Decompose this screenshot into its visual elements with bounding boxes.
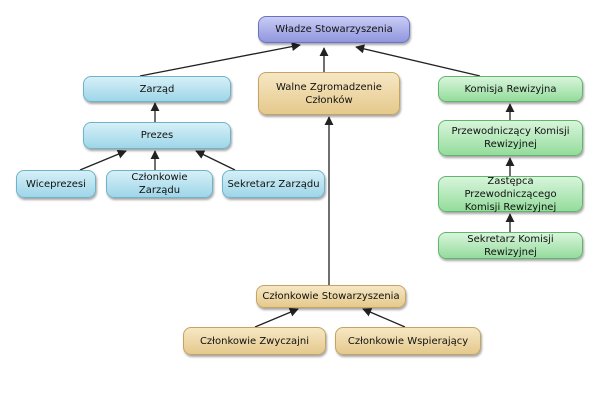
node-czlonkowie-zarzadu: Członkowie Zarządu: [106, 170, 213, 198]
node-sekretarz-komisji: Sekretarz Komisji Rewizyjnej: [438, 232, 583, 259]
node-przewodniczacy-line1: Przewodniczący Komisji: [451, 126, 570, 137]
node-czlonkowie-wspierajacy: Członkowie Wspierający: [335, 327, 481, 355]
edge-wiceprezesi-prezes: [79, 149, 127, 171]
node-wiceprezesi-label: Wiceprezesi: [26, 178, 86, 190]
node-wspierajacy-label: Członkowie Wspierający: [347, 335, 469, 347]
node-walne-line2: Członków: [305, 94, 353, 106]
node-zastepca-line1: Zastępca Przewodniczącego: [464, 175, 557, 200]
node-prezes-label: Prezes: [140, 130, 174, 141]
edge-zarzad-wladze: [139, 42, 301, 77]
node-czlonkowie-stow-label: Członkowie Stowarzyszenia: [262, 291, 400, 302]
node-wladze-stowarzyszenia: Władze Stowarzyszenia: [258, 16, 410, 43]
node-prezes: Prezes: [83, 122, 231, 149]
node-sekretarz-zarzadu-label: Sekretarz Zarządu: [227, 178, 320, 190]
node-sekretarz-komisji-label: Sekretarz Komisji Rewizyjnej: [467, 233, 554, 258]
node-czlonkowie-zarzadu-label: Członkowie Zarządu: [131, 172, 188, 196]
node-walne-label: Walne Zgromadzenie Członków: [276, 81, 382, 107]
node-zastepca-label: Zastępca Przewodniczącego Komisji Rewizy…: [443, 175, 578, 214]
edge-wspierajacy-stowarzyszenie: [362, 308, 406, 328]
node-zastepca-przewodniczacego: Zastępca Przewodniczącego Komisji Rewizy…: [438, 175, 583, 214]
node-czlonkowie-stowarzyszenia: Członkowie Stowarzyszenia: [256, 285, 406, 308]
node-komisja-rewizyjna: Komisja Rewizyjna: [438, 76, 583, 102]
node-przewodniczacy-line2: Rewizyjnej: [484, 139, 537, 150]
node-walne-line1: Walne Zgromadzenie: [276, 81, 382, 93]
node-komisja-label: Komisja Rewizyjna: [464, 83, 557, 95]
node-wladze-label: Władze Stowarzyszenia: [275, 24, 393, 35]
node-zarzad-label: Zarząd: [139, 83, 175, 95]
node-czlonkowie-zwyczajni: Członkowie Zwyczajni: [183, 327, 326, 355]
node-zwyczajni-label: Członkowie Zwyczajni: [199, 335, 310, 347]
node-sekretarz-zarzadu: Sekretarz Zarządu: [222, 170, 325, 198]
node-przewodniczacy-komisji: Przewodniczący Komisji Rewizyjnej: [438, 120, 583, 156]
edge-sekretarz-zarzadu-prezes: [195, 150, 236, 171]
node-przewodniczacy-label: Przewodniczący Komisji Rewizyjnej: [451, 125, 569, 151]
node-wiceprezesi: Wiceprezesi: [16, 170, 96, 198]
node-walne-zgromadzenie: Walne Zgromadzenie Członków: [258, 72, 400, 115]
edge-zwyczajni-stowarzyszenie: [254, 307, 299, 328]
edge-komisja-wladze: [355, 44, 481, 77]
node-zastepca-line2: Komisji Rewizyjnej: [464, 201, 557, 213]
node-zarzad: Zarząd: [83, 76, 231, 102]
